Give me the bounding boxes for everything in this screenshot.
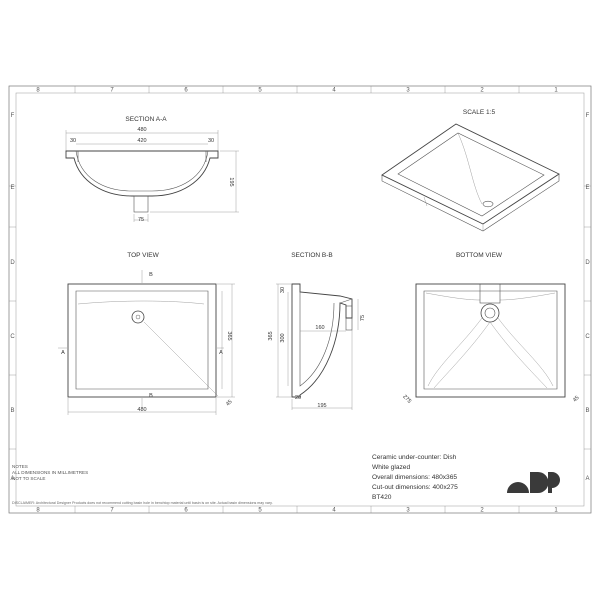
bottom-view-dim-radius-left: 275 bbox=[401, 394, 412, 405]
top-view-section-b-top: B bbox=[149, 272, 153, 278]
grid-col-label-bottom-8: 8 bbox=[36, 508, 40, 514]
spec-line-3: Overall dimensions: 480x365 bbox=[372, 474, 457, 481]
spec-block: Ceramic under-counter: Dish White glazed… bbox=[372, 454, 458, 501]
section-aa-dim-inner: 420 bbox=[137, 138, 146, 144]
section-aa-dim-width: 480 bbox=[137, 127, 146, 133]
notes-heading: NOTES bbox=[12, 464, 28, 469]
notes-block: NOTES ALL DIMENSIONS IN MILLIMETRES NOT … bbox=[12, 464, 88, 481]
top-view-dim-waste-dia: 45 bbox=[225, 399, 234, 408]
section-aa-dim-rim-right: 30 bbox=[208, 138, 214, 144]
disclaimer-text: DISCLAIMER: Architectural Designer Produ… bbox=[12, 501, 273, 505]
grid-col-label-bottom-4: 4 bbox=[332, 508, 336, 514]
grid-row-label-right-c: C bbox=[585, 334, 590, 340]
drawing-frame bbox=[8, 85, 592, 514]
grid-col-label-2: 2 bbox=[480, 88, 484, 94]
grid-col-label-8: 8 bbox=[36, 88, 40, 94]
section-aa-title: SECTION A-A bbox=[125, 116, 167, 123]
section-aa-dim-rim-left: 30 bbox=[70, 138, 76, 144]
section-bb-dim-depth: 365 bbox=[268, 331, 274, 340]
grid-col-label-3: 3 bbox=[406, 88, 410, 94]
grid-row-label-right-b: B bbox=[585, 408, 589, 414]
grid-row-label-right-f: F bbox=[586, 113, 590, 119]
grid-row-label-a: A bbox=[10, 476, 14, 482]
grid-col-label-bottom-1: 1 bbox=[554, 508, 558, 514]
bottom-view-dim-radius-right: 45 bbox=[572, 395, 581, 404]
spec-line-4: Cut-out dimensions: 400x275 bbox=[372, 484, 458, 491]
grid-col-label-bottom-6: 6 bbox=[184, 508, 188, 514]
top-view-dim-depth: 365 bbox=[226, 331, 232, 340]
section-bb-view: SECTION B-B 365 300 30 160 75 20 195 bbox=[268, 252, 366, 410]
section-bb-dim-inner: 300 bbox=[280, 333, 286, 342]
top-view-dim-width: 480 bbox=[137, 407, 146, 413]
section-aa-dim-waste: 75 bbox=[138, 217, 144, 223]
grid-row-label-c: C bbox=[10, 334, 15, 340]
grid-row-label-right-e: E bbox=[585, 185, 589, 191]
grid-row-label-right-a: A bbox=[585, 476, 589, 482]
grid-row-label-d: D bbox=[10, 260, 15, 266]
grid-col-label-bottom-3: 3 bbox=[406, 508, 410, 514]
top-view-section-a-left: A bbox=[61, 350, 65, 356]
top-view: TOP VIEW B B A A 365 480 45 bbox=[58, 252, 235, 415]
grid-row-label-right-d: D bbox=[585, 260, 590, 266]
grid-top-labels: 8 7 6 5 4 3 2 1 8 7 6 5 4 3 2 1 bbox=[36, 86, 558, 514]
grid-col-label-4: 4 bbox=[332, 88, 336, 94]
section-bb-dim-rim: 30 bbox=[280, 287, 286, 293]
grid-col-label-bottom-5: 5 bbox=[258, 508, 262, 514]
top-view-section-a-right: A bbox=[219, 350, 223, 356]
notes-scale: NOT TO SCALE bbox=[12, 476, 45, 481]
spec-line-2: White glazed bbox=[372, 464, 410, 471]
spec-line-5: BT420 bbox=[372, 494, 392, 501]
section-bb-dim-height: 195 bbox=[317, 403, 326, 409]
grid-row-label-e: E bbox=[10, 185, 14, 191]
grid-col-label-bottom-7: 7 bbox=[110, 508, 114, 514]
top-view-title: TOP VIEW bbox=[127, 252, 159, 259]
section-bb-dim-outlet: 160 bbox=[315, 325, 324, 331]
bottom-view: BOTTOM VIEW 275 45 bbox=[401, 252, 580, 405]
grid-row-label-b: B bbox=[10, 408, 14, 414]
grid-col-label-6: 6 bbox=[184, 88, 188, 94]
grid-side-labels: F E D C B A F E D C B A bbox=[9, 113, 591, 482]
section-aa-view: SECTION A-A 480 420 30 30 75 195 bbox=[65, 116, 239, 223]
notes-units: ALL DIMENSIONS IN MILLIMETRES bbox=[12, 470, 88, 475]
grid-col-label-7: 7 bbox=[110, 88, 114, 94]
adp-logo-icon bbox=[507, 472, 560, 493]
scale-label: SCALE 1:5 bbox=[463, 109, 496, 116]
section-bb-title: SECTION B-B bbox=[291, 252, 333, 259]
isometric-view: SCALE 1:5 bbox=[381, 109, 560, 232]
section-bb-dim-overflow: 75 bbox=[360, 315, 366, 321]
bottom-view-title: BOTTOM VIEW bbox=[456, 252, 503, 259]
grid-col-label-1: 1 bbox=[554, 88, 558, 94]
grid-col-label-bottom-2: 2 bbox=[480, 508, 484, 514]
top-view-section-b-bottom: B bbox=[149, 393, 153, 399]
section-bb-dim-base: 20 bbox=[295, 395, 301, 401]
grid-col-label-5: 5 bbox=[258, 88, 262, 94]
section-aa-dim-height: 195 bbox=[228, 177, 234, 186]
spec-line-1: Ceramic under-counter: Dish bbox=[372, 454, 457, 461]
grid-row-label-f: F bbox=[11, 113, 15, 119]
